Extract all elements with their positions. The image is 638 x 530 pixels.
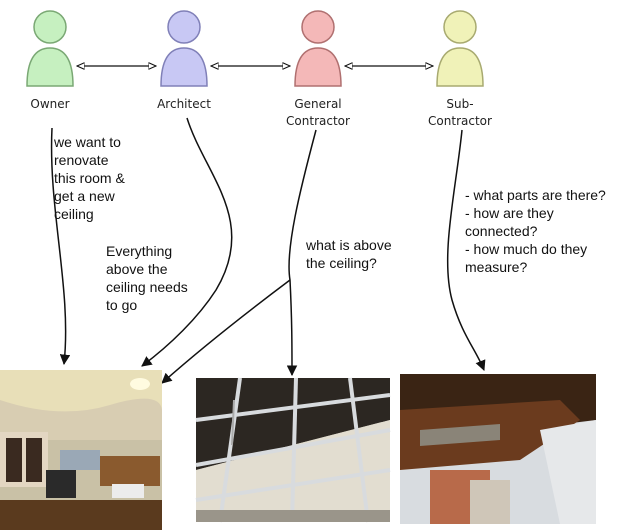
sub-arrow — [446, 129, 486, 371]
architect-arrow — [141, 117, 233, 367]
owner-arrow — [50, 127, 71, 366]
architect-label: Architect — [157, 97, 211, 111]
gc-arrow-to-ceiling — [286, 129, 317, 377]
architect-note: Everything above the ceiling needs to go — [106, 243, 188, 313]
gc-arrow-to-room — [161, 279, 291, 384]
general-contractor-actor-icon — [294, 10, 342, 87]
sub-contractor-actor-icon — [436, 10, 484, 87]
sub-contractor-label: Sub- Contractor — [428, 97, 492, 128]
owner-label: Owner — [30, 97, 70, 111]
general-contractor-label: General Contractor — [286, 97, 350, 128]
beam-photo — [400, 374, 596, 524]
sub-contractor-note: - what parts are there? - how are they c… — [465, 187, 606, 275]
owner-actor-icon — [26, 10, 74, 87]
architect-actor-icon — [160, 10, 208, 87]
owner-note: we want to renovate this room & get a ne… — [54, 134, 125, 222]
ceiling-grid-photo — [195, 377, 391, 523]
general-contractor-note: what is above the ceiling? — [306, 237, 392, 271]
room-photo — [0, 370, 162, 530]
